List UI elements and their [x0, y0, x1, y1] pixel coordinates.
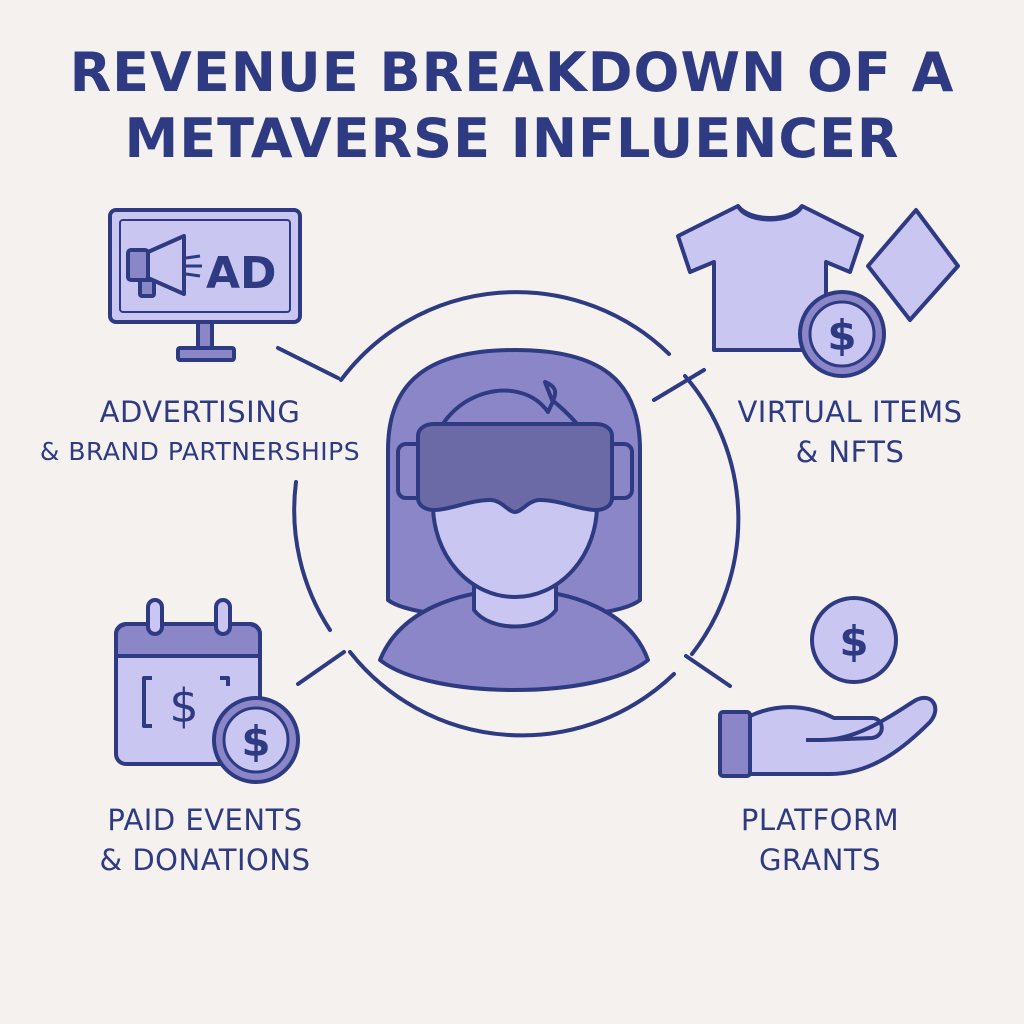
virtual-items-line-2: & NFTS — [795, 435, 905, 469]
coin-dollar-grants: $ — [839, 617, 868, 666]
hand-coin-icon — [718, 596, 938, 778]
paid-events-line-2: & DONATIONS — [99, 843, 311, 877]
page-title: REVENUE BREAKDOWN OF A METAVERSE INFLUEN… — [0, 40, 1024, 172]
platform-grants-line-1: PLATFORM — [740, 803, 900, 837]
ad-icon-text: AD — [206, 248, 277, 299]
label-paid-events: PAID EVENTS & DONATIONS — [60, 800, 350, 880]
paid-events-line-1: PAID EVENTS — [107, 803, 303, 837]
label-advertising: ADVERTISING & BRAND PARTNERSHIPS — [20, 392, 380, 472]
ad-monitor-icon — [108, 208, 302, 362]
title-line-1: REVENUE BREAKDOWN OF A — [69, 41, 955, 104]
central-ring — [292, 290, 741, 738]
connector-lines — [276, 346, 732, 688]
tshirt-nft-coin-icon — [676, 204, 960, 378]
calendar-dollar: $ — [169, 679, 198, 733]
label-virtual-items: VIRTUAL ITEMS & NFTS — [700, 392, 1000, 472]
advertising-line-1: ADVERTISING — [99, 395, 301, 429]
label-platform-grants: PLATFORM GRANTS — [700, 800, 940, 880]
platform-grants-line-2: GRANTS — [758, 843, 882, 877]
calendar-coin-icon — [114, 598, 300, 784]
virtual-items-line-1: VIRTUAL ITEMS — [737, 395, 963, 429]
vr-avatar-icon — [378, 348, 650, 692]
coin-dollar-events: $ — [241, 717, 270, 766]
title-line-2: METAVERSE INFLUENCER — [124, 107, 900, 170]
advertising-line-2: & BRAND PARTNERSHIPS — [39, 437, 361, 466]
coin-dollar-virtual: $ — [827, 311, 856, 360]
